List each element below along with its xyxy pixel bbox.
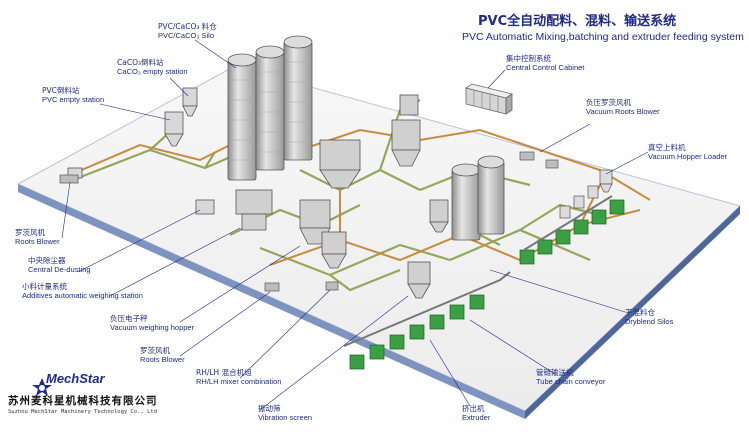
label-vacuum-roots-blower-en: Vacuum Roots Blower <box>586 107 660 116</box>
diagram-title-en: PVC Automatic Mixing,batching and extrud… <box>462 31 744 43</box>
label-vibration-screen-cn: 振动筛 <box>258 404 281 413</box>
label-pvc-silo-cn: PVC/CaCO₃ 料仓 <box>158 22 217 31</box>
label-central-dedusting-cn: 中央除尘器 <box>28 256 66 265</box>
label-caco3-empty: CaCO₃倒料站 CaCO₃ empty station <box>117 58 188 76</box>
label-extruder: 挤出机 Extruder <box>462 404 490 422</box>
label-roots-blower-left-cn: 罗茨风机 <box>15 228 45 237</box>
mechstar-logo <box>32 378 52 396</box>
label-pvc-silo-en: PVC/CaCO₃ Silo <box>158 31 214 40</box>
label-control-cabinet-en: Central Control Cabinet <box>506 63 585 72</box>
brand-name: MechStar <box>46 371 105 386</box>
label-mixer-cn: RH/LH 混合机组 <box>196 368 252 377</box>
control-cabinet <box>465 83 513 115</box>
label-control-cabinet: 集中控制系统 Central Control Cabinet <box>506 54 584 72</box>
label-vacuum-hopper-loader-cn: 真空上料机 <box>648 143 686 152</box>
label-roots-blower-bottom: 罗茨风机 Roots Blower <box>140 346 185 364</box>
label-vibration-screen: 振动筛 Vibration screen <box>258 404 312 422</box>
label-pvc-empty-en: PVC empty station <box>42 95 105 104</box>
label-pvc-empty: PVC倒料站 PVC empty station <box>42 86 104 104</box>
mixer-cluster <box>235 94 449 299</box>
label-pvc-silo: PVC/CaCO₃ 料仓 PVC/CaCO₃ Silo <box>158 22 217 40</box>
empty-stations <box>67 87 215 215</box>
silo-stripes <box>230 61 310 161</box>
label-caco3-empty-en: CaCO₃ empty station <box>117 67 188 76</box>
label-vacuum-weighing-hopper: 负压电子秤 Vacuum weighing hopper <box>110 314 194 332</box>
label-vacuum-weighing-hopper-cn: 负压电子秤 <box>110 314 148 323</box>
label-mixer-en: RH/LH mixer combination <box>196 377 282 386</box>
label-roots-blower-left: 罗茨风机 Roots Blower <box>15 228 60 246</box>
leader-lines <box>61 39 649 411</box>
vacuum-hopper-loaders <box>559 169 613 219</box>
label-extruder-en: Extruder <box>462 413 491 422</box>
label-tube-chain: 管链输送机 Tube chain conveyor <box>536 368 605 386</box>
extruders-lower <box>349 294 485 370</box>
label-central-dedusting-en: Central De-dusting <box>28 265 91 274</box>
label-additives-weighing-en: Additives automatic weighing station <box>22 291 143 300</box>
label-extruder-cn: 挤出机 <box>462 404 485 413</box>
label-control-cabinet-cn: 集中控制系统 <box>506 54 551 63</box>
label-vibration-screen-en: Vibration screen <box>258 413 313 422</box>
label-additives-weighing: 小料计量系统 Additives automatic weighing stat… <box>22 282 143 300</box>
label-roots-blower-left-en: Roots Blower <box>15 237 60 246</box>
label-vacuum-weighing-hopper-en: Vacuum weighing hopper <box>110 323 195 332</box>
label-pvc-empty-cn: PVC倒料站 <box>42 86 80 95</box>
label-caco3-empty-cn: CaCO₃倒料站 <box>117 58 164 67</box>
label-vacuum-hopper-loader: 真空上料机 Vacuum Hopper Loader <box>648 143 727 161</box>
label-roots-blower-bottom-cn: 罗茨风机 <box>140 346 170 355</box>
label-central-dedusting: 中央除尘器 Central De-dusting <box>28 256 91 274</box>
label-dryblend-silos-cn: 干混料仓 <box>625 308 655 317</box>
screw-barrels-upper <box>523 195 613 251</box>
label-dryblend-silos: 干混料仓 Dryblend Silos <box>625 308 673 326</box>
roots-blowers <box>59 151 559 292</box>
extruders-upper <box>519 199 625 265</box>
company-name-en: Suzhou MechStar Machinery Technology Co.… <box>8 409 158 415</box>
label-vacuum-roots-blower-cn: 负压罗茨风机 <box>586 98 631 107</box>
label-vacuum-roots-blower: 负压罗茨风机 Vacuum Roots Blower <box>586 98 660 116</box>
floor-platform <box>16 65 741 419</box>
label-tube-chain-en: Tube chain conveyor <box>536 377 606 386</box>
label-dryblend-silos-en: Dryblend Silos <box>625 317 674 326</box>
label-tube-chain-cn: 管链输送机 <box>536 368 574 377</box>
tube-chain-line <box>343 271 511 347</box>
label-roots-blower-bottom-en: Roots Blower <box>140 355 185 364</box>
label-vacuum-hopper-loader-en: Vacuum Hopper Loader <box>648 152 728 161</box>
diagram-title-cn: PVC全自动配料、混料、输送系统 <box>478 14 677 29</box>
label-mixer: RH/LH 混合机组 RH/LH mixer combination <box>196 368 281 386</box>
company-name-cn: 苏州麦科星机械科技有限公司 <box>8 395 158 407</box>
label-additives-weighing-cn: 小料计量系统 <box>22 282 67 291</box>
